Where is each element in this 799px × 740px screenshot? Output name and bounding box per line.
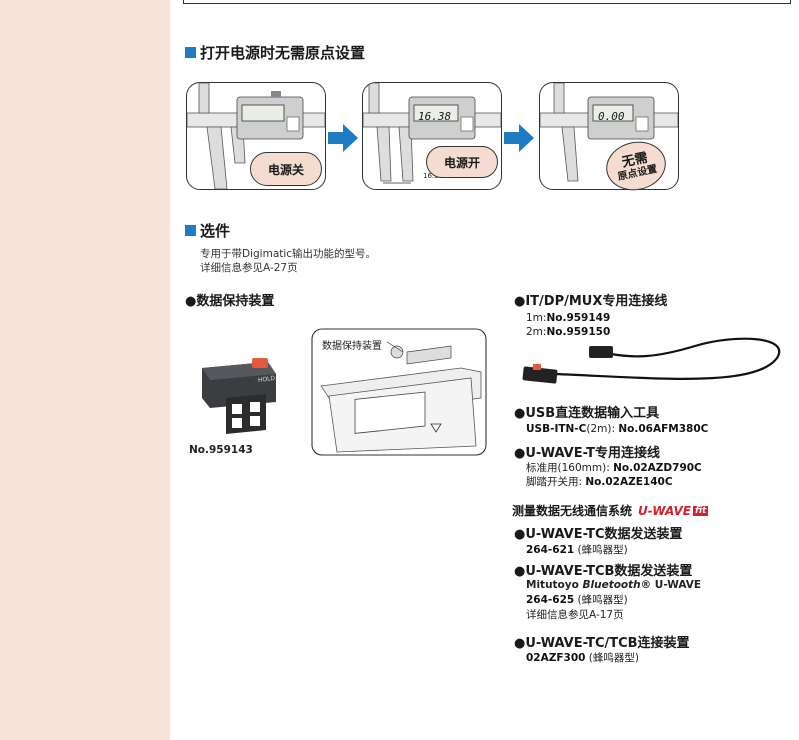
left-margin-panel: [0, 0, 170, 740]
options-desc-line2: 详细信息参见A-27页: [200, 262, 298, 274]
uwave-tc-line: 264-621 (蜂鸣器型): [526, 543, 628, 557]
usb-line-mid: (2m):: [586, 423, 619, 435]
caliper-illustration: [363, 83, 501, 184]
badge-power-on: 电源开: [426, 146, 498, 178]
data-hold-callout: 数据保持装置: [322, 341, 382, 352]
caliper-illustration: [187, 83, 325, 189]
usb-line: USB-ITN-C(2m): No.06AFM380C: [526, 422, 708, 436]
uwave-t-line2-no: No.02AZE140C: [585, 476, 673, 488]
top-frame: [183, 0, 791, 4]
connection-cable-image: [522, 337, 781, 384]
section-options-heading: 选件: [185, 220, 230, 241]
wireless-heading: 测量数据无线通信系统 U-WAVE fit: [512, 502, 709, 519]
uwave-tcb-suffix: ® U-WAVE: [640, 579, 702, 591]
data-hold-device-image: [202, 358, 276, 434]
uwave-logo-fit: fit: [692, 505, 709, 516]
data-hold-mounted-illustration: [311, 328, 487, 456]
measure-label: 16.38: [423, 172, 444, 180]
uwave-t-title: ●U-WAVE-T专用连接线: [514, 446, 660, 461]
uwave-tcb-type: (蜂鸣器型): [574, 594, 628, 606]
badge-power-on-label: 电源开: [443, 155, 480, 170]
lcd-reading: 16.38: [418, 110, 452, 123]
uwave-t-line1-no: No.02AZD790C: [613, 462, 702, 474]
caliper-illustration: [540, 83, 678, 182]
uwave-tc-title: ●U-WAVE-TC数据发送装置: [514, 527, 683, 542]
cable-title: ●IT/DP/MUX专用连接线: [514, 294, 668, 309]
cable-line2-no: No.959150: [546, 326, 611, 338]
uwave-t-line1: 标准用(160mm): No.02AZD790C: [526, 461, 702, 475]
uwave-tc-code: 264-621: [526, 544, 575, 556]
uwave-tcb-bluetooth: Bluetooth: [582, 579, 641, 591]
square-bullet-icon: [185, 47, 196, 58]
cable-line2: 2m:No.959150: [526, 325, 610, 339]
cable-line2-prefix: 2m:: [526, 326, 547, 338]
wireless-title: 测量数据无线通信系统: [512, 504, 633, 518]
lcd-reading: 0.00: [598, 110, 625, 123]
uwave-tcb-line1: Mitutoyo Bluetooth® U-WAVE: [526, 578, 701, 592]
uwave-t-line2-prefix: 脚踏开关用:: [526, 476, 586, 488]
cable-line1-no: No.959149: [546, 312, 611, 324]
data-hold-title: ●数据保持装置: [185, 294, 275, 309]
uwave-tcb-title: ●U-WAVE-TCB数据发送装置: [514, 564, 693, 579]
uwave-conn-title: ●U-WAVE-TC/TCB连接装置: [514, 636, 690, 651]
square-bullet-icon: [185, 225, 196, 236]
uwave-tcb-code: 264-625: [526, 594, 575, 606]
arrow-right-icon: [328, 124, 358, 152]
cable-line1-prefix: 1m:: [526, 312, 547, 324]
usb-title: ●USB直连数据输入工具: [514, 406, 660, 421]
badge-power-off-label: 电源关: [267, 162, 304, 177]
options-desc-line1: 专用于带Digimatic输出功能的型号。: [200, 248, 377, 260]
data-hold-part-no: No.959143: [189, 444, 253, 456]
uwave-t-line2: 脚踏开关用: No.02AZE140C: [526, 475, 673, 489]
uwave-conn-line: 02AZF300 (蜂鸣器型): [526, 651, 639, 665]
cable-line1: 1m:No.959149: [526, 311, 610, 325]
section-options-title: 选件: [200, 222, 231, 240]
uwave-t-line1-prefix: 标准用(160mm):: [526, 462, 614, 474]
uwave-tcb-brand: Mitutoyo: [526, 579, 583, 591]
section-power-heading: 打开电源时无需原点设置: [185, 42, 365, 63]
uwave-conn-code: 02AZF300: [526, 652, 586, 664]
uwave-tcb-ref: 详细信息参见A-17页: [526, 609, 624, 621]
badge-power-off: 电源关: [250, 152, 322, 186]
usb-line-prefix: USB-ITN-C: [526, 423, 587, 435]
uwave-tc-type: (蜂鸣器型): [574, 544, 628, 556]
uwave-tcb-line2: 264-625 (蜂鸣器型): [526, 593, 628, 607]
section-power-title: 打开电源时无需原点设置: [200, 44, 366, 62]
caliper-panel-off: [186, 82, 326, 190]
usb-line-no: No.06AFM380C: [618, 423, 709, 435]
uwave-conn-type: (蜂鸣器型): [585, 652, 639, 664]
uwave-logo: U-WAVE: [638, 503, 691, 518]
arrow-right-icon: [504, 124, 534, 152]
